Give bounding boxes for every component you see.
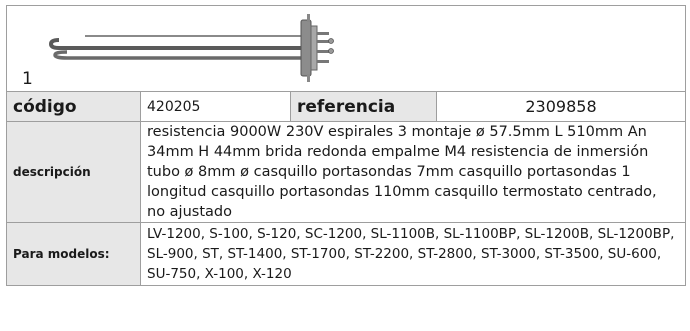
referencia-label: referencia	[290, 91, 437, 122]
para-modelos-label: Para modelos:	[6, 222, 141, 286]
description-row: descripción resistencia 9000W 230V espir…	[6, 121, 686, 223]
models-row: Para modelos: LV-1200, S-100, S-120, SC-…	[6, 222, 686, 286]
image-cell: 1	[6, 5, 686, 92]
codigo-label: código	[6, 91, 141, 122]
image-number: 1	[22, 69, 33, 89]
heating-element-image	[48, 14, 334, 82]
descripcion-label: descripción	[6, 121, 141, 223]
code-row: código 420205 referencia 2309858	[6, 91, 686, 122]
codigo-value: 420205	[140, 91, 291, 122]
para-modelos-value: LV-1200, S-100, S-120, SC-1200, SL-1100B…	[140, 222, 686, 286]
descripcion-value: resistencia 9000W 230V espirales 3 monta…	[140, 121, 686, 223]
referencia-value: 2309858	[436, 91, 686, 122]
spec-table: 1 código 420205 referencia 2309858 descr…	[6, 5, 686, 286]
image-row: 1	[6, 5, 686, 92]
